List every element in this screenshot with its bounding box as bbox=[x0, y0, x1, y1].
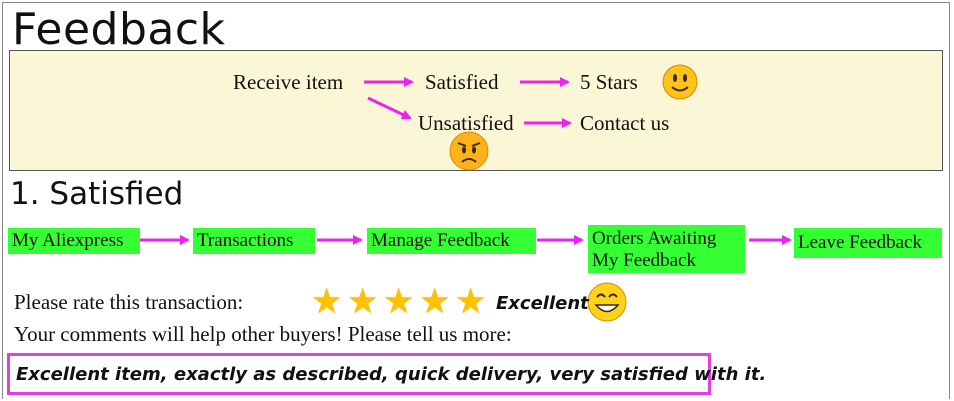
section-title: 1. Satisfied bbox=[10, 176, 184, 212]
flow-satisfied: Satisfied bbox=[425, 70, 499, 94]
step-orders-awaiting-line2: My Feedback bbox=[592, 250, 696, 271]
flow-receive-item: Receive item bbox=[233, 70, 344, 94]
step-orders-awaiting: Orders Awaiting My Feedback bbox=[588, 225, 745, 273]
rating-label: Excellent bbox=[496, 293, 589, 314]
step-manage-feedback: Manage Feedback bbox=[367, 228, 536, 254]
comments-prompt: Your comments will help other buyers! Pl… bbox=[14, 322, 512, 346]
comment-textarea[interactable] bbox=[7, 353, 711, 395]
star-icon[interactable]: ★ bbox=[347, 282, 379, 321]
star-icon[interactable]: ★ bbox=[419, 282, 451, 321]
flow-unsatisfied: Unsatisfied bbox=[418, 111, 514, 135]
star-icon[interactable]: ★ bbox=[455, 282, 487, 321]
rating-prompt: Please rate this transaction: bbox=[14, 290, 244, 314]
star-icon[interactable]: ★ bbox=[383, 282, 415, 321]
page-title: Feedback bbox=[12, 4, 226, 55]
flow-contact-us: Contact us bbox=[580, 111, 670, 135]
step-my-aliexpress: My Aliexpress bbox=[8, 228, 140, 254]
feedback-flow-diagram bbox=[9, 50, 943, 171]
step-transactions: Transactions bbox=[193, 228, 315, 254]
step-orders-awaiting-line1: Orders Awaiting bbox=[592, 228, 717, 249]
flow-5-stars: 5 Stars bbox=[580, 70, 638, 94]
step-leave-feedback: Leave Feedback bbox=[794, 228, 942, 258]
star-icon[interactable]: ★ bbox=[311, 282, 343, 321]
comment-text: Excellent item, exactly as described, qu… bbox=[16, 364, 767, 385]
